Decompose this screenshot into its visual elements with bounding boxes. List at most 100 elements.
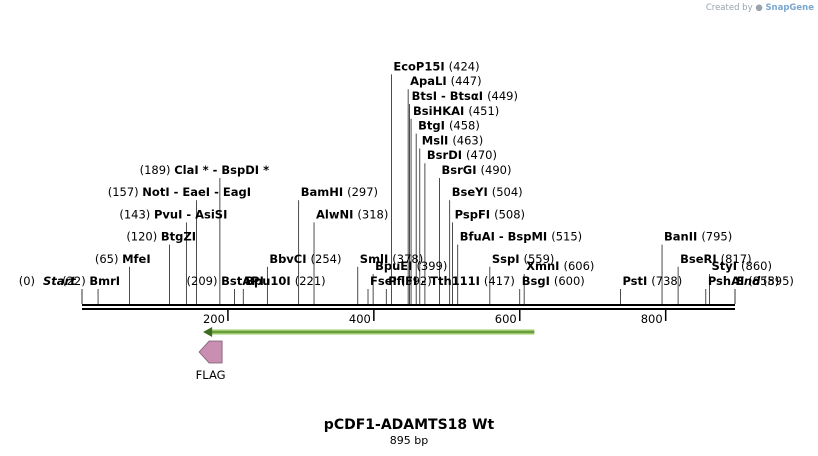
restriction-site-label: XmnI (606): [526, 259, 594, 273]
site-name: BmrI: [89, 274, 120, 288]
restriction-site-label: (157) NotI - EaeI - EagI: [108, 185, 251, 199]
restriction-site-label: (189) ClaI * - BspDI *: [140, 163, 269, 177]
credit-brand: SnapGene: [765, 3, 814, 13]
site-name: FseI: [370, 274, 401, 288]
site-position: (318): [357, 207, 388, 221]
site-position: (378): [392, 252, 423, 266]
site-name: EcoP15I: [393, 59, 448, 73]
site-position: (508): [494, 207, 525, 221]
restriction-site-label: BsiHKAI (451): [413, 104, 499, 118]
feature-flag-arrow: [198, 340, 223, 364]
restriction-site-label: (120) BtgZI: [126, 230, 196, 244]
site-name: PflFI - Tth111I: [388, 274, 484, 288]
restriction-site-label: AlwNI (318): [316, 207, 388, 221]
site-position: (817): [721, 252, 752, 266]
site-position: (157): [108, 185, 143, 199]
site-position: (458): [449, 119, 480, 133]
site-position: (209): [187, 274, 222, 288]
restriction-site-label: StyI (860): [711, 259, 772, 273]
restriction-site-label: BseRI (817): [680, 252, 752, 266]
site-position: (297): [347, 185, 378, 199]
restriction-site-label: BsrDI (470): [427, 148, 497, 162]
site-position: (221): [295, 274, 326, 288]
site-name: ApaLI: [410, 74, 451, 88]
site-position: (447): [451, 74, 482, 88]
site-position: (855): [748, 274, 779, 288]
site-name: StyI: [711, 259, 741, 273]
site-name: PstI: [622, 274, 651, 288]
scale-tick-label: 200: [203, 312, 225, 326]
site-name: BsrGI: [442, 163, 481, 177]
site-position: (463): [452, 133, 483, 147]
site-position: (143): [119, 207, 154, 221]
site-name: Bpu10I: [245, 274, 294, 288]
site-name: PshAI: [708, 274, 748, 288]
site-name: BtgZI: [161, 230, 196, 244]
orf-arrow-head: [203, 327, 213, 337]
site-name: BanII: [664, 230, 701, 244]
restriction-site-label: BtgI (458): [418, 119, 480, 133]
end-label: End: [736, 274, 761, 288]
restriction-site-label: SspI (559): [492, 252, 555, 266]
site-name: BamHI: [301, 185, 347, 199]
credit-prefix: Created by: [705, 3, 753, 13]
site-position: (860): [741, 259, 772, 273]
site-position: (424): [449, 59, 480, 73]
site-position: (449): [487, 89, 518, 103]
site-name: AlwNI: [316, 207, 357, 221]
site-position: (606): [563, 259, 594, 273]
plasmid-size: 895 bp: [389, 434, 429, 447]
site-position: (490): [481, 163, 512, 177]
restriction-site-label: SmlI (378): [360, 252, 423, 266]
site-name: SmlI: [360, 252, 393, 266]
site-name: BtgI: [418, 119, 449, 133]
site-name: NotI - EaeI - EagI: [142, 185, 251, 199]
site-name: BsgI: [522, 274, 554, 288]
restriction-site-label: (143) PvuI - AsiSI: [119, 207, 227, 221]
restriction-site-label: BbvCI (254): [269, 252, 341, 266]
site-position: (189): [140, 163, 175, 177]
site-position: (600): [554, 274, 585, 288]
site-position: (738): [651, 274, 682, 288]
feature-label: FLAG: [196, 368, 226, 382]
scale-tick-label: 400: [349, 312, 371, 326]
site-name: SspI: [492, 252, 524, 266]
site-position: (120): [126, 230, 161, 244]
site-position: (515): [551, 230, 582, 244]
site-name: MslI: [422, 133, 453, 147]
restriction-site-label: PshAI (855): [708, 274, 779, 288]
restriction-site-label: BsgI (600): [522, 274, 585, 288]
restriction-site-label: PflFI - Tth111I (417): [388, 274, 515, 288]
site-name: BfuAI - BspMI: [460, 230, 551, 244]
site-position: (399): [416, 259, 447, 273]
site-position: (795): [701, 230, 732, 244]
restriction-site-label: BtsI - BtsαI (449): [412, 89, 518, 103]
end-position-label: (895): [763, 274, 794, 288]
site-name: BtsI - BtsαI: [412, 89, 487, 103]
scale-tick-label: 600: [495, 312, 517, 326]
restriction-site-label: (209) BstAPI: [187, 274, 264, 288]
restriction-site-label: PspFI (508): [455, 207, 525, 221]
site-name: XmnI: [526, 259, 563, 273]
restriction-site-label: BanII (795): [664, 230, 732, 244]
site-name: BseRI: [680, 252, 721, 266]
site-position: (254): [311, 252, 342, 266]
site-position: (470): [466, 148, 497, 162]
site-name: BbvCI: [269, 252, 310, 266]
start-label: Start: [43, 274, 76, 288]
site-name: BsiHKAI: [413, 104, 468, 118]
site-position: (22): [62, 274, 89, 288]
site-position: (65): [95, 252, 122, 266]
restriction-site-label: EcoP15I (424): [393, 59, 479, 73]
site-name: PvuI - AsiSI: [154, 207, 227, 221]
site-name: ClaI * - BspDI *: [174, 163, 269, 177]
site-name: BstAPI: [221, 274, 264, 288]
scale-tick-label: 800: [641, 312, 663, 326]
restriction-site-label: BfuAI - BspMI (515): [460, 230, 582, 244]
restriction-site-label: BamHI (297): [301, 185, 378, 199]
site-name: BpuEI: [375, 259, 416, 273]
restriction-site-label: PstI (738): [622, 274, 682, 288]
site-position: (504): [492, 185, 523, 199]
restriction-site-label: MslI (463): [422, 133, 483, 147]
